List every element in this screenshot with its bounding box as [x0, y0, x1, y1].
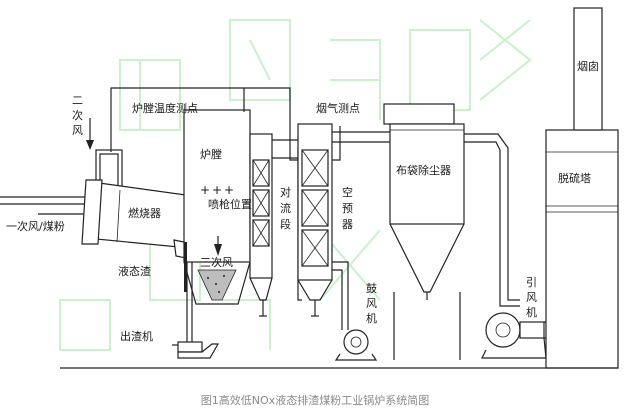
label-liquid-slag: 液态渣 — [118, 264, 151, 278]
convection-char-3: 段 — [280, 217, 291, 231]
convection-section — [249, 133, 273, 317]
label-flue-gas-point: 烟气测点 — [316, 101, 360, 115]
svg-text:+: + — [212, 183, 222, 197]
bag-filter — [383, 103, 509, 360]
induced-char-2: 风 — [526, 291, 537, 304]
chimney — [573, 7, 603, 131]
label-air-preheater: 空 预 器 — [342, 185, 353, 231]
svg-text:+: + — [224, 183, 234, 197]
svg-text:+: + — [200, 183, 210, 197]
label-slag-outlet: 出渣机 — [120, 329, 153, 343]
label-furnace-temp-point: 炉膛温度测点 — [132, 101, 198, 115]
air-preheater — [297, 123, 390, 330]
label-primary-air-coal: 一次风/煤粉 — [6, 219, 65, 233]
blower — [334, 329, 378, 361]
blower-char-3: 机 — [366, 311, 377, 325]
convection-char-1: 对 — [280, 185, 291, 199]
label-furnace: 炉膛 — [200, 147, 222, 161]
secondary-air-char-1: 二 — [72, 94, 83, 107]
blower-char-1: 鼓 — [366, 281, 377, 295]
label-bag-filter: 布袋除尘器 — [396, 163, 451, 177]
label-desulfurization-tower: 脱硫塔 — [558, 171, 591, 185]
primary-air-pipe — [0, 196, 94, 218]
convection-char-2: 流 — [280, 201, 291, 215]
preheater-char-2: 预 — [342, 202, 353, 215]
blower-char-2: 风 — [366, 297, 377, 310]
induced-char-1: 引 — [526, 275, 537, 289]
furnace: + + + — [183, 109, 251, 342]
label-blower: 鼓 风 机 — [366, 281, 377, 325]
label-convection-section: 对 流 段 — [280, 185, 291, 231]
label-chimney: 烟囱 — [577, 59, 599, 73]
desulfurization-tower — [545, 129, 619, 369]
label-tertiary-air: 三次风 — [200, 255, 233, 269]
figure-caption: 图1高效低NOx液态排渣煤粉工业锅炉系统简图 — [201, 393, 429, 407]
secondary-air-inlet — [86, 118, 123, 206]
preheater-char-3: 器 — [342, 218, 353, 231]
induced-char-3: 机 — [526, 305, 537, 319]
label-induced-fan: 引 风 机 — [526, 275, 537, 319]
label-secondary-air: 二 次 风 — [72, 94, 83, 137]
nozzle-markers: + + + — [200, 183, 234, 197]
label-nozzle-position: 喷枪位置 — [208, 197, 252, 211]
secondary-air-char-2: 次 — [72, 108, 83, 122]
preheater-char-1: 空 — [342, 185, 353, 199]
secondary-air-char-3: 风 — [72, 124, 83, 137]
temperature-signal-line — [110, 87, 341, 161]
slag-outlet — [172, 341, 220, 359]
label-burner: 燃烧器 — [128, 206, 161, 220]
